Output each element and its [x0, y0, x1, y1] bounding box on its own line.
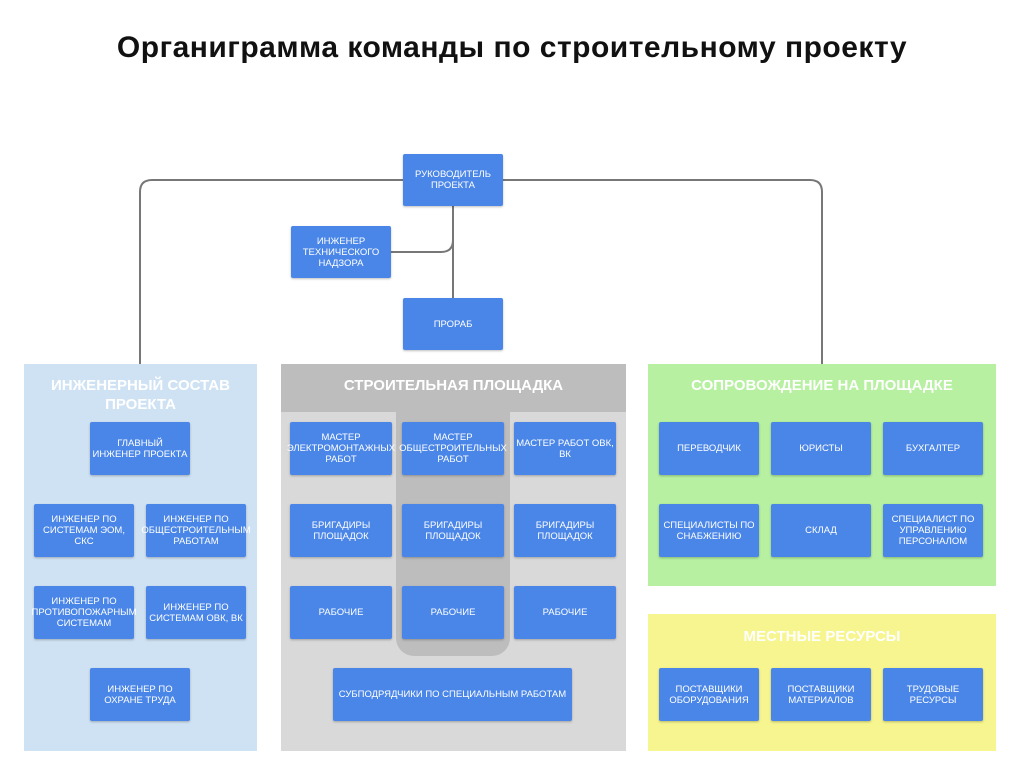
support-panel-title: Сопровождение на площадке — [691, 377, 953, 394]
warehouse-box[interactable]: Склад — [771, 504, 871, 557]
procurement-box[interactable]: Специалисты по снабжению — [659, 504, 759, 557]
ovk-master-box[interactable]: Мастер работ ОВК, ВК — [514, 422, 616, 475]
safety-engineer-box[interactable]: Инженер по охране труда — [90, 668, 190, 721]
electrical-master-box[interactable]: Мастер электромонтажных работ — [287, 422, 395, 475]
equipment-suppliers-box[interactable]: Поставщики оборудования — [659, 668, 759, 721]
chief-engineer-box[interactable]: Главный инженер проекта — [90, 422, 190, 475]
line-supervisor-to-spine — [391, 239, 454, 253]
general-works-engineer-box[interactable]: Инженер по общестроительным работам — [141, 504, 251, 557]
technical-supervisor-box[interactable]: Инженер технического надзора — [291, 226, 391, 278]
lawyers-box[interactable]: Юристы — [771, 422, 871, 475]
ovk-engineer-box[interactable]: Инженер по системам ОВК, ВК — [146, 586, 246, 639]
page-title: Органиграмма команды по строительному пр… — [116, 31, 908, 64]
workers-box-2[interactable]: Рабочие — [402, 586, 504, 639]
labor-resources-box[interactable]: Трудовые ресурсы — [883, 668, 983, 721]
material-suppliers-box[interactable]: Поставщики материалов — [771, 668, 871, 721]
workers-box-1[interactable]: Рабочие — [290, 586, 392, 639]
general-master-box[interactable]: Мастер общестроительных работ — [399, 422, 507, 475]
hr-specialist-box[interactable]: Специалист по управлению персоналом — [883, 504, 983, 557]
accountant-box[interactable]: Бухгалтер — [883, 422, 983, 475]
engineering-panel-title: Инженерный состав проекта — [51, 377, 230, 413]
line-manager-to-support — [503, 179, 823, 364]
crew-leaders-box-2[interactable]: Бригадиры площадок — [402, 504, 504, 557]
fire-systems-engineer-box[interactable]: Инженер по противопожарным системам — [31, 586, 137, 639]
local-resources-panel-title: Местные ресурсы — [743, 628, 901, 645]
site-panel-title: Строительная площадка — [343, 377, 564, 394]
crew-leaders-box-1[interactable]: Бригадиры площадок — [290, 504, 392, 557]
project-manager-box[interactable]: Руководитель проекта — [403, 154, 503, 206]
workers-box-3[interactable]: Рабочие — [514, 586, 616, 639]
eom-engineer-box[interactable]: Инженер по системам ЭОМ, СКС — [34, 504, 134, 557]
crew-leaders-box-3[interactable]: Бригадиры площадок — [514, 504, 616, 557]
line-manager-to-engineering — [139, 179, 403, 364]
foreman-box[interactable]: Прораб — [403, 298, 503, 350]
site-panel-header — [281, 364, 626, 412]
translator-box[interactable]: Переводчик — [659, 422, 759, 475]
subcontractors-box[interactable]: Субподрядчики по специальным работам — [333, 668, 572, 721]
